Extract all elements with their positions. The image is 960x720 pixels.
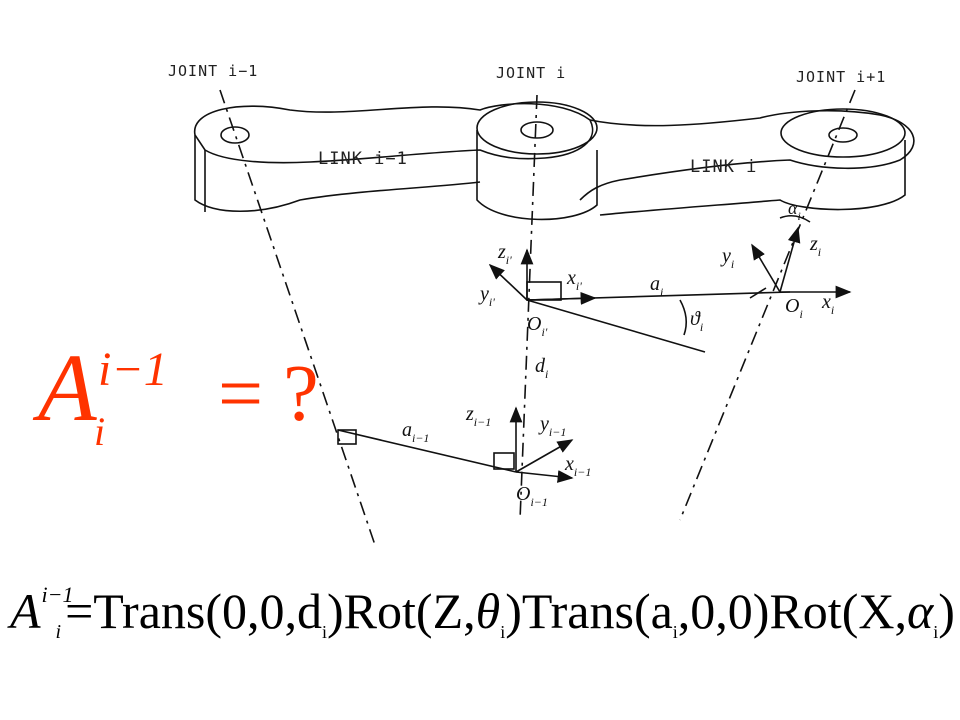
a-im1-label: ai−1 [402,419,429,445]
formula-alpha-sub: i [933,622,939,642]
formula-part-2: 0,0, [222,583,298,639]
joint-prev-label: JOINT i−1 [168,62,258,80]
link-drawing [194,101,915,221]
z-i-prime-label: zi' [497,241,512,267]
formula-part-1: =Trans( [65,583,223,639]
a-i-label: ai [650,273,663,299]
formula-subscript: i [55,621,62,643]
link-cur-label: LINK i [690,157,757,177]
frame-i-minus-1 [337,406,574,483]
joint-prev-axis [219,89,376,546]
x-im1-axis [515,470,574,483]
link-prev-side [194,135,481,212]
y-im1-label: yi−1 [538,413,566,439]
question-A: A [38,334,97,441]
joint-next-hole [828,127,858,143]
joint-next-hub [780,108,906,158]
formula-part-6: ,0,0)Rot(X, [677,583,907,639]
question-expression: A i−1 i = ? [38,340,319,452]
frame-i [749,214,852,299]
x-im1-label: xi−1 [564,453,591,479]
a-i-segment [526,291,791,301]
formula-theta-sub: i [500,622,506,642]
joint-cur-axis [519,94,538,521]
joint-next-label: JOINT i+1 [796,68,886,86]
formula-alpha: α [906,583,934,639]
d-i-label: di [535,355,548,381]
y-im1-axis [515,439,574,473]
x-im1-projection [526,299,706,353]
formula-superscript: i−1 [41,582,74,607]
formula-part-5-sub: i [672,622,678,642]
link-prev-label: LINK i−1 [318,149,408,169]
question-superscript: i−1 [98,343,168,396]
x-i-prime-label: xi' [566,267,582,293]
z-im1-label: zi−1 [465,403,491,429]
question-subscript: i [94,409,106,454]
z-i-label: zi [809,233,821,259]
o-i-prime-label: Oi' [527,313,548,339]
link-cur-outline [579,109,915,201]
y-i-label: yi [720,245,734,271]
joint-cur-label: JOINT i [496,64,566,82]
formula-part-4: )Rot(Z, [327,583,476,639]
formula-A: A [10,583,41,639]
x-i-label: xi [821,291,834,317]
theta-i-label: ϑi [690,308,703,334]
joint-cur-hole [520,121,554,139]
o-im1-label: Oi−1 [516,483,548,509]
y-i-axis [751,243,781,293]
formula-theta: θ [475,583,501,639]
right-angle-mark [526,281,562,301]
formula-part-5: )Trans(a [505,583,673,639]
dh-formula: Ai−1i=Trans(0,0,di)Rot(Z,θi)Trans(ai,0,0… [10,582,955,643]
joint-next-axis [679,89,856,521]
joint-cur-hub [476,101,598,155]
formula-part-3-sub: i [322,622,328,642]
alpha-i-label: αi [788,198,801,223]
right-angle-mark-im1 [493,452,515,470]
formula-part-7: ) [938,583,955,639]
joint-prev-hole [220,126,250,144]
o-i-label: Oi [785,295,803,321]
alpha-arc [779,214,811,223]
y-i-prime-label: yi' [478,283,495,309]
formula-part-3: d [297,583,323,639]
question-rhs: = ? [218,350,319,438]
right-angle-mark-i [749,287,767,299]
z-i-axis [779,226,801,293]
frame-i-prime [488,248,791,353]
a-im1-segment [337,429,517,473]
right-angle-mark-prev [337,429,357,445]
y-i-prime-axis [488,263,528,301]
theta-arc [679,299,688,336]
